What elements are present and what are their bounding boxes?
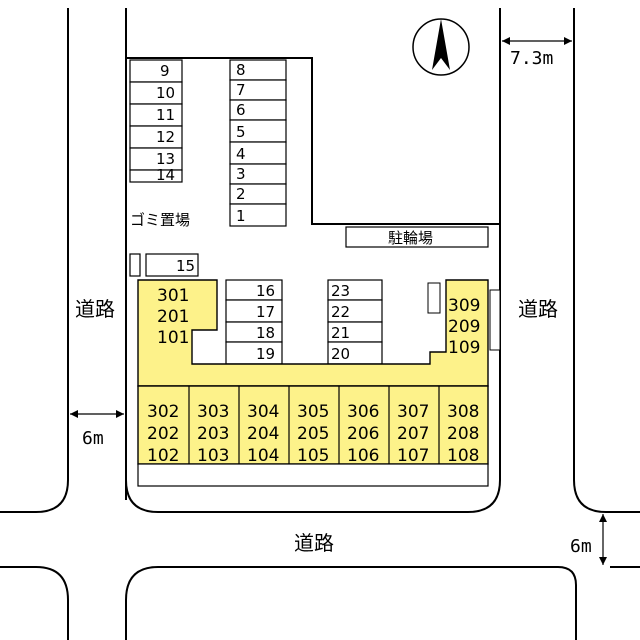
parking-15-group: 15 [145, 253, 199, 277]
parking-center-left: 16 17 18 19 [225, 279, 283, 365]
dimension-top-right: 7.3m [502, 37, 572, 69]
parking-slot-6: 6 [236, 101, 246, 119]
parking-mid-column: 8 7 6 5 4 3 2 1 [229, 59, 287, 227]
garbage-label: ゴミ置場 [130, 211, 190, 229]
parking-center-right: 23 22 21 20 [327, 279, 383, 365]
unit-106: 106 [347, 446, 379, 466]
parking-slot-14: 14 [156, 166, 175, 184]
apartment-building [137, 279, 501, 487]
dimension-label-right-bottom: 6m [570, 536, 592, 557]
unit-108: 108 [447, 446, 479, 466]
parking-slot-9: 9 [160, 62, 170, 80]
parking-slot-3: 3 [236, 165, 246, 183]
unit-bottom-row: 302 202 102 303 203 103 304 204 104 305 … [147, 402, 479, 466]
unit-104: 104 [247, 446, 279, 466]
unit-302: 302 [147, 402, 179, 422]
unit-307: 307 [397, 402, 429, 422]
unit-109: 109 [448, 338, 480, 358]
lot-outline [125, 57, 500, 500]
parking-slot-16: 16 [256, 282, 275, 300]
unit-left-tower: 301 201 101 [157, 286, 189, 348]
unit-209: 209 [448, 317, 480, 337]
dimension-right-bottom: 6m [570, 514, 607, 565]
unit-208: 208 [447, 424, 479, 444]
parking-slot-8: 8 [236, 61, 246, 79]
road-label-right: 道路 [518, 297, 558, 321]
parking-slot-1: 1 [236, 207, 246, 225]
parking-slot-4: 4 [236, 145, 246, 163]
unit-205: 205 [297, 424, 329, 444]
parking-slot-2: 2 [236, 185, 246, 203]
dimension-label-left: 6m [82, 428, 104, 449]
unit-303: 303 [197, 402, 229, 422]
road-outlines [0, 8, 640, 640]
bicycle-parking: 駐輪場 [345, 226, 489, 248]
north-arrow-icon [412, 18, 470, 76]
parking-slot-19: 19 [256, 345, 275, 363]
unit-204: 204 [247, 424, 279, 444]
parking-slot-20: 20 [331, 345, 350, 363]
parking-slot-7: 7 [236, 81, 246, 99]
unit-206: 206 [347, 424, 379, 444]
unit-304: 304 [247, 402, 279, 422]
unit-101: 101 [157, 328, 189, 348]
parking-slot-5: 5 [236, 123, 246, 141]
road-label-bottom: 道路 [294, 531, 334, 555]
dimension-label-top-right: 7.3m [510, 48, 553, 69]
unit-202: 202 [147, 424, 179, 444]
garbage-area: ゴミ置場 [129, 211, 190, 277]
parking-slot-13: 13 [156, 150, 175, 168]
unit-306: 306 [347, 402, 379, 422]
unit-203: 203 [197, 424, 229, 444]
parking-slot-15: 15 [176, 257, 195, 275]
unit-207: 207 [397, 424, 429, 444]
unit-305: 305 [297, 402, 329, 422]
parking-slot-23: 23 [331, 282, 350, 300]
unit-301: 301 [157, 286, 189, 306]
unit-201: 201 [157, 307, 189, 327]
parking-left-column: 9 10 11 12 13 14 [129, 59, 183, 184]
unit-309: 309 [448, 296, 480, 316]
parking-slot-12: 12 [156, 128, 175, 146]
unit-308: 308 [447, 402, 479, 422]
parking-slot-11: 11 [156, 106, 175, 124]
parking-slot-21: 21 [331, 324, 350, 342]
unit-right-tower: 309 209 109 [448, 296, 480, 358]
dimension-left: 6m [70, 410, 124, 449]
road-label-left: 道路 [75, 297, 115, 321]
unit-107: 107 [397, 446, 429, 466]
unit-105: 105 [297, 446, 329, 466]
parking-slot-18: 18 [256, 324, 275, 342]
unit-102: 102 [147, 446, 179, 466]
unit-103: 103 [197, 446, 229, 466]
parking-slot-22: 22 [331, 303, 350, 321]
parking-slot-17: 17 [256, 303, 275, 321]
parking-slot-10: 10 [156, 84, 175, 102]
bicycle-parking-label: 駐輪場 [388, 229, 433, 247]
